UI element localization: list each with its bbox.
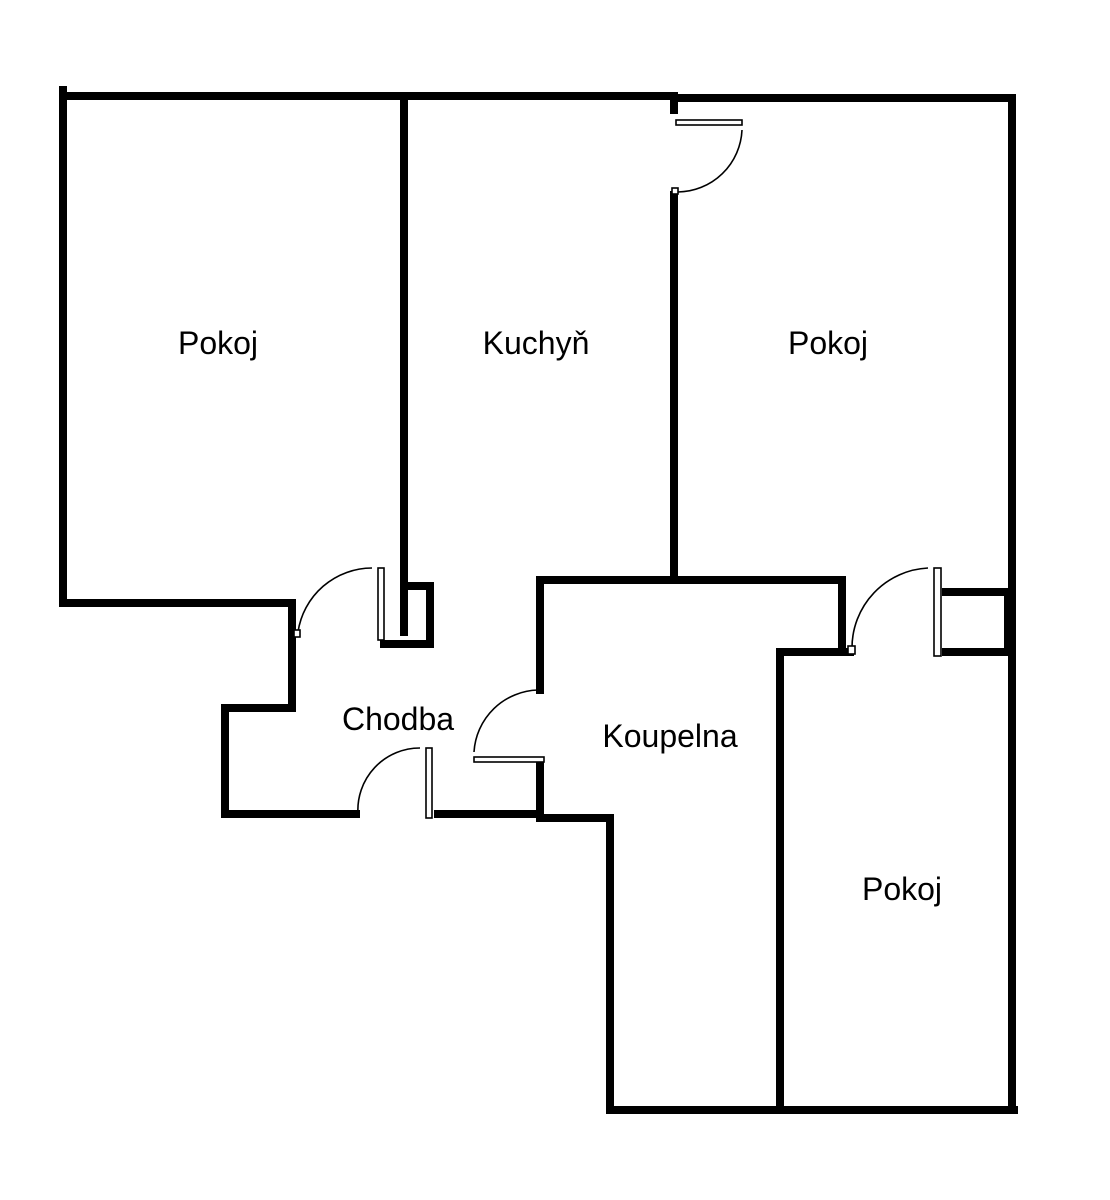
walls	[59, 86, 1018, 1114]
door-leaf-koupelna	[473, 756, 545, 763]
room-label-pokoj-3: Pokoj	[862, 871, 942, 907]
wall-niche	[380, 582, 434, 648]
door-leaf-pokoj3	[933, 567, 942, 657]
doors	[293, 119, 942, 819]
door-leaf-pokoj1	[377, 567, 385, 641]
door-jamb	[293, 629, 301, 638]
door-swing-top	[677, 129, 743, 193]
wall-top-right	[670, 94, 1016, 590]
wall-pokoj3-left	[776, 648, 854, 1114]
wall-chodba-bottom	[434, 810, 544, 822]
door-swing-pokoj3	[851, 567, 929, 649]
wall-top-edge	[59, 92, 678, 114]
wall-koupelna-top	[536, 576, 846, 694]
wall-right-niche	[942, 588, 1012, 656]
door-jamb	[847, 645, 856, 655]
room-label-chodba: Chodba	[342, 701, 454, 737]
door-jamb	[671, 187, 679, 195]
door-swing-entry	[357, 747, 421, 815]
door-swing-koupelna	[473, 689, 539, 753]
door-leaf-entry	[425, 747, 433, 819]
door-leaf-top	[675, 119, 743, 126]
room-label-pokoj-1: Pokoj	[178, 325, 258, 361]
room-labels: Pokoj Kuchyň Pokoj Chodba Koupelna Pokoj	[178, 325, 942, 907]
door-swing-pokoj1	[297, 567, 373, 633]
room-label-koupelna: Koupelna	[602, 718, 737, 754]
room-label-kuchyn: Kuchyň	[483, 325, 590, 361]
wall-top	[59, 86, 360, 818]
wall-koupelna-left	[536, 761, 1018, 1114]
room-label-pokoj-2: Pokoj	[788, 325, 868, 361]
